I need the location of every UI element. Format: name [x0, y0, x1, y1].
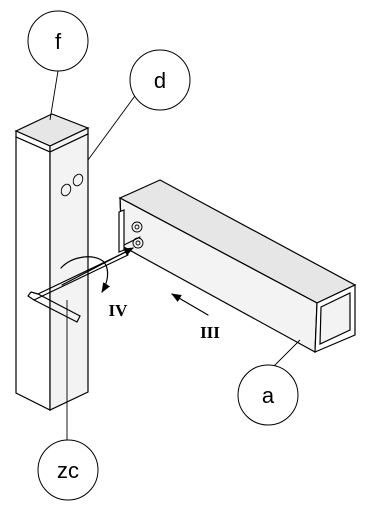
- callout-label-d: d: [154, 68, 166, 93]
- straight-arrow-icon: [171, 293, 209, 316]
- tube-connector-plate: [118, 209, 125, 253]
- post-side-face: [49, 133, 89, 411]
- callout-label-f: f: [55, 29, 62, 54]
- connector-bolt-lower: [132, 237, 144, 249]
- tube-open-end-inner: [319, 292, 351, 345]
- callout-label-a: a: [262, 383, 275, 408]
- callout-label-zc: zc: [57, 458, 79, 483]
- post-hole-lower: [60, 183, 72, 197]
- post-front-face: [15, 136, 51, 411]
- callout-zc: zc: [37, 439, 99, 501]
- callout-d: d: [129, 49, 191, 111]
- curved-arrow-icon: [60, 256, 111, 293]
- callout-a: a: [237, 364, 299, 426]
- callout-f: f: [27, 10, 89, 72]
- leader-a: [269, 339, 301, 371]
- leader-f: [49, 70, 59, 121]
- vertical-post: [14, 113, 90, 411]
- connector-bolt-upper: [131, 221, 143, 233]
- post-hole-upper: [72, 173, 84, 187]
- leader-d: [87, 88, 141, 161]
- slide-label: III: [200, 323, 220, 342]
- rotation-label: IV: [109, 301, 129, 320]
- insert-arrow-icon: [61, 247, 134, 286]
- horizontal-tube: [118, 179, 357, 353]
